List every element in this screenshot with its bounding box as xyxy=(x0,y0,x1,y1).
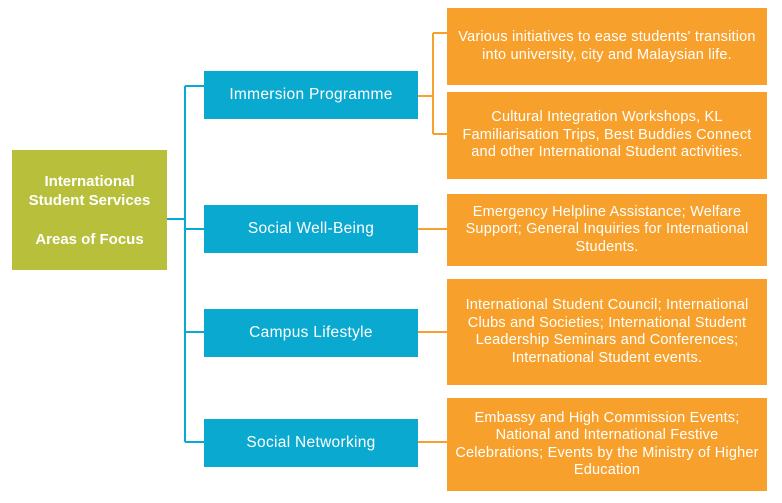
detail-campus-lifestyle: International Student Council; Internati… xyxy=(447,279,767,385)
category-label: Social Well-Being xyxy=(247,220,375,237)
detail-text: Cultural Integration Workshops, KL Famil… xyxy=(462,109,752,161)
category-label: Campus Lifestyle xyxy=(249,324,373,341)
detail-social-networking: Embassy and High Commission Events; Nati… xyxy=(447,398,767,491)
root-title-line3: Areas of Focus xyxy=(35,230,144,248)
detail-text: International Student Council; Internati… xyxy=(465,297,749,366)
root-title-line2: Student Services xyxy=(28,191,151,209)
category-social-well-being: Social Well-Being xyxy=(204,205,418,253)
detail-text: Emergency Helpline Assistance; Welfare S… xyxy=(465,203,749,255)
detail-text: Various initiatives to ease students' tr… xyxy=(458,29,756,63)
root-node: International Student Services Areas of … xyxy=(12,150,167,270)
detail-social-well-being: Emergency Helpline Assistance; Welfare S… xyxy=(447,194,767,266)
root-title-line1: International xyxy=(44,172,135,190)
category-social-networking: Social Networking xyxy=(204,419,418,467)
category-label: Immersion Programme xyxy=(229,86,393,103)
detail-text: Embassy and High Commission Events; Nati… xyxy=(455,409,759,479)
detail-immersion-workshops: Cultural Integration Workshops, KL Famil… xyxy=(447,92,767,179)
detail-immersion-transition: Various initiatives to ease students' tr… xyxy=(447,8,767,85)
category-campus-lifestyle: Campus Lifestyle xyxy=(204,309,418,357)
category-label: Social Networking xyxy=(246,434,376,451)
category-immersion-programme: Immersion Programme xyxy=(204,71,418,119)
